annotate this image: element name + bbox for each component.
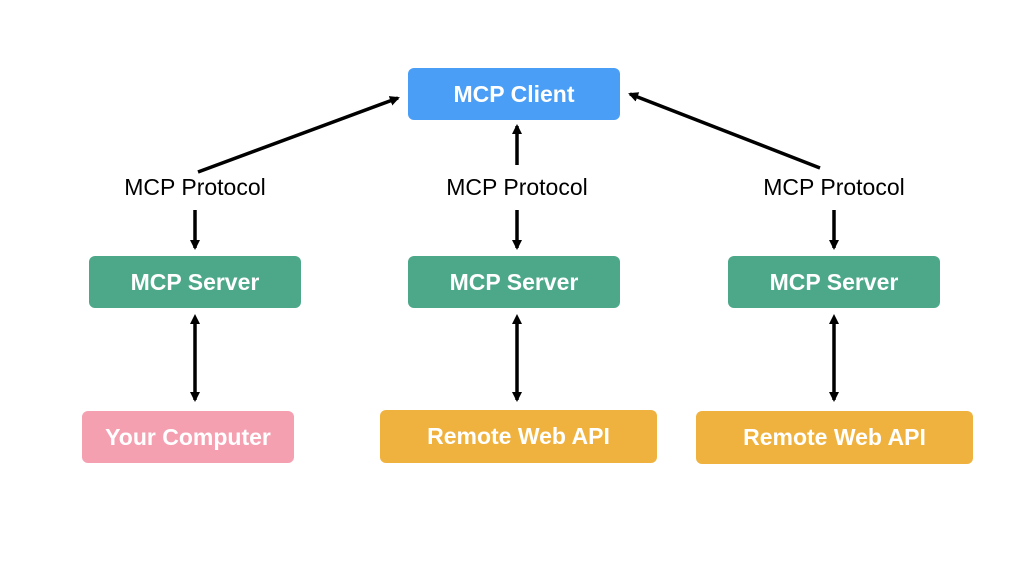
remote-web-api-box-2: Remote Web API bbox=[696, 411, 973, 464]
mcp-server-box-2: MCP Server bbox=[408, 256, 620, 308]
mcp-server-label-3: MCP Server bbox=[769, 268, 899, 295]
mcp-server-box-3: MCP Server bbox=[728, 256, 940, 308]
your-computer-box: Your Computer bbox=[82, 411, 294, 463]
protocol-label-2: MCP Protocol bbox=[446, 174, 588, 200]
mcp-server-label-2: MCP Server bbox=[449, 268, 579, 295]
protocol-label-1: MCP Protocol bbox=[124, 174, 266, 200]
remote-web-api-label-1: Remote Web API bbox=[427, 423, 610, 449]
mcp-client-label: MCP Client bbox=[453, 80, 575, 107]
protocol-label-3: MCP Protocol bbox=[763, 174, 905, 200]
your-computer-label: Your Computer bbox=[105, 423, 271, 450]
mcp-client-box: MCP Client bbox=[408, 68, 620, 120]
remote-web-api-box-1: Remote Web API bbox=[380, 410, 657, 463]
arrow-protocol-3-to-client bbox=[628, 92, 821, 170]
mcp-server-label-1: MCP Server bbox=[130, 268, 260, 295]
remote-web-api-label-2: Remote Web API bbox=[743, 424, 926, 450]
mcp-server-box-1: MCP Server bbox=[89, 256, 301, 308]
arrow-protocol-1-to-client bbox=[197, 96, 400, 174]
